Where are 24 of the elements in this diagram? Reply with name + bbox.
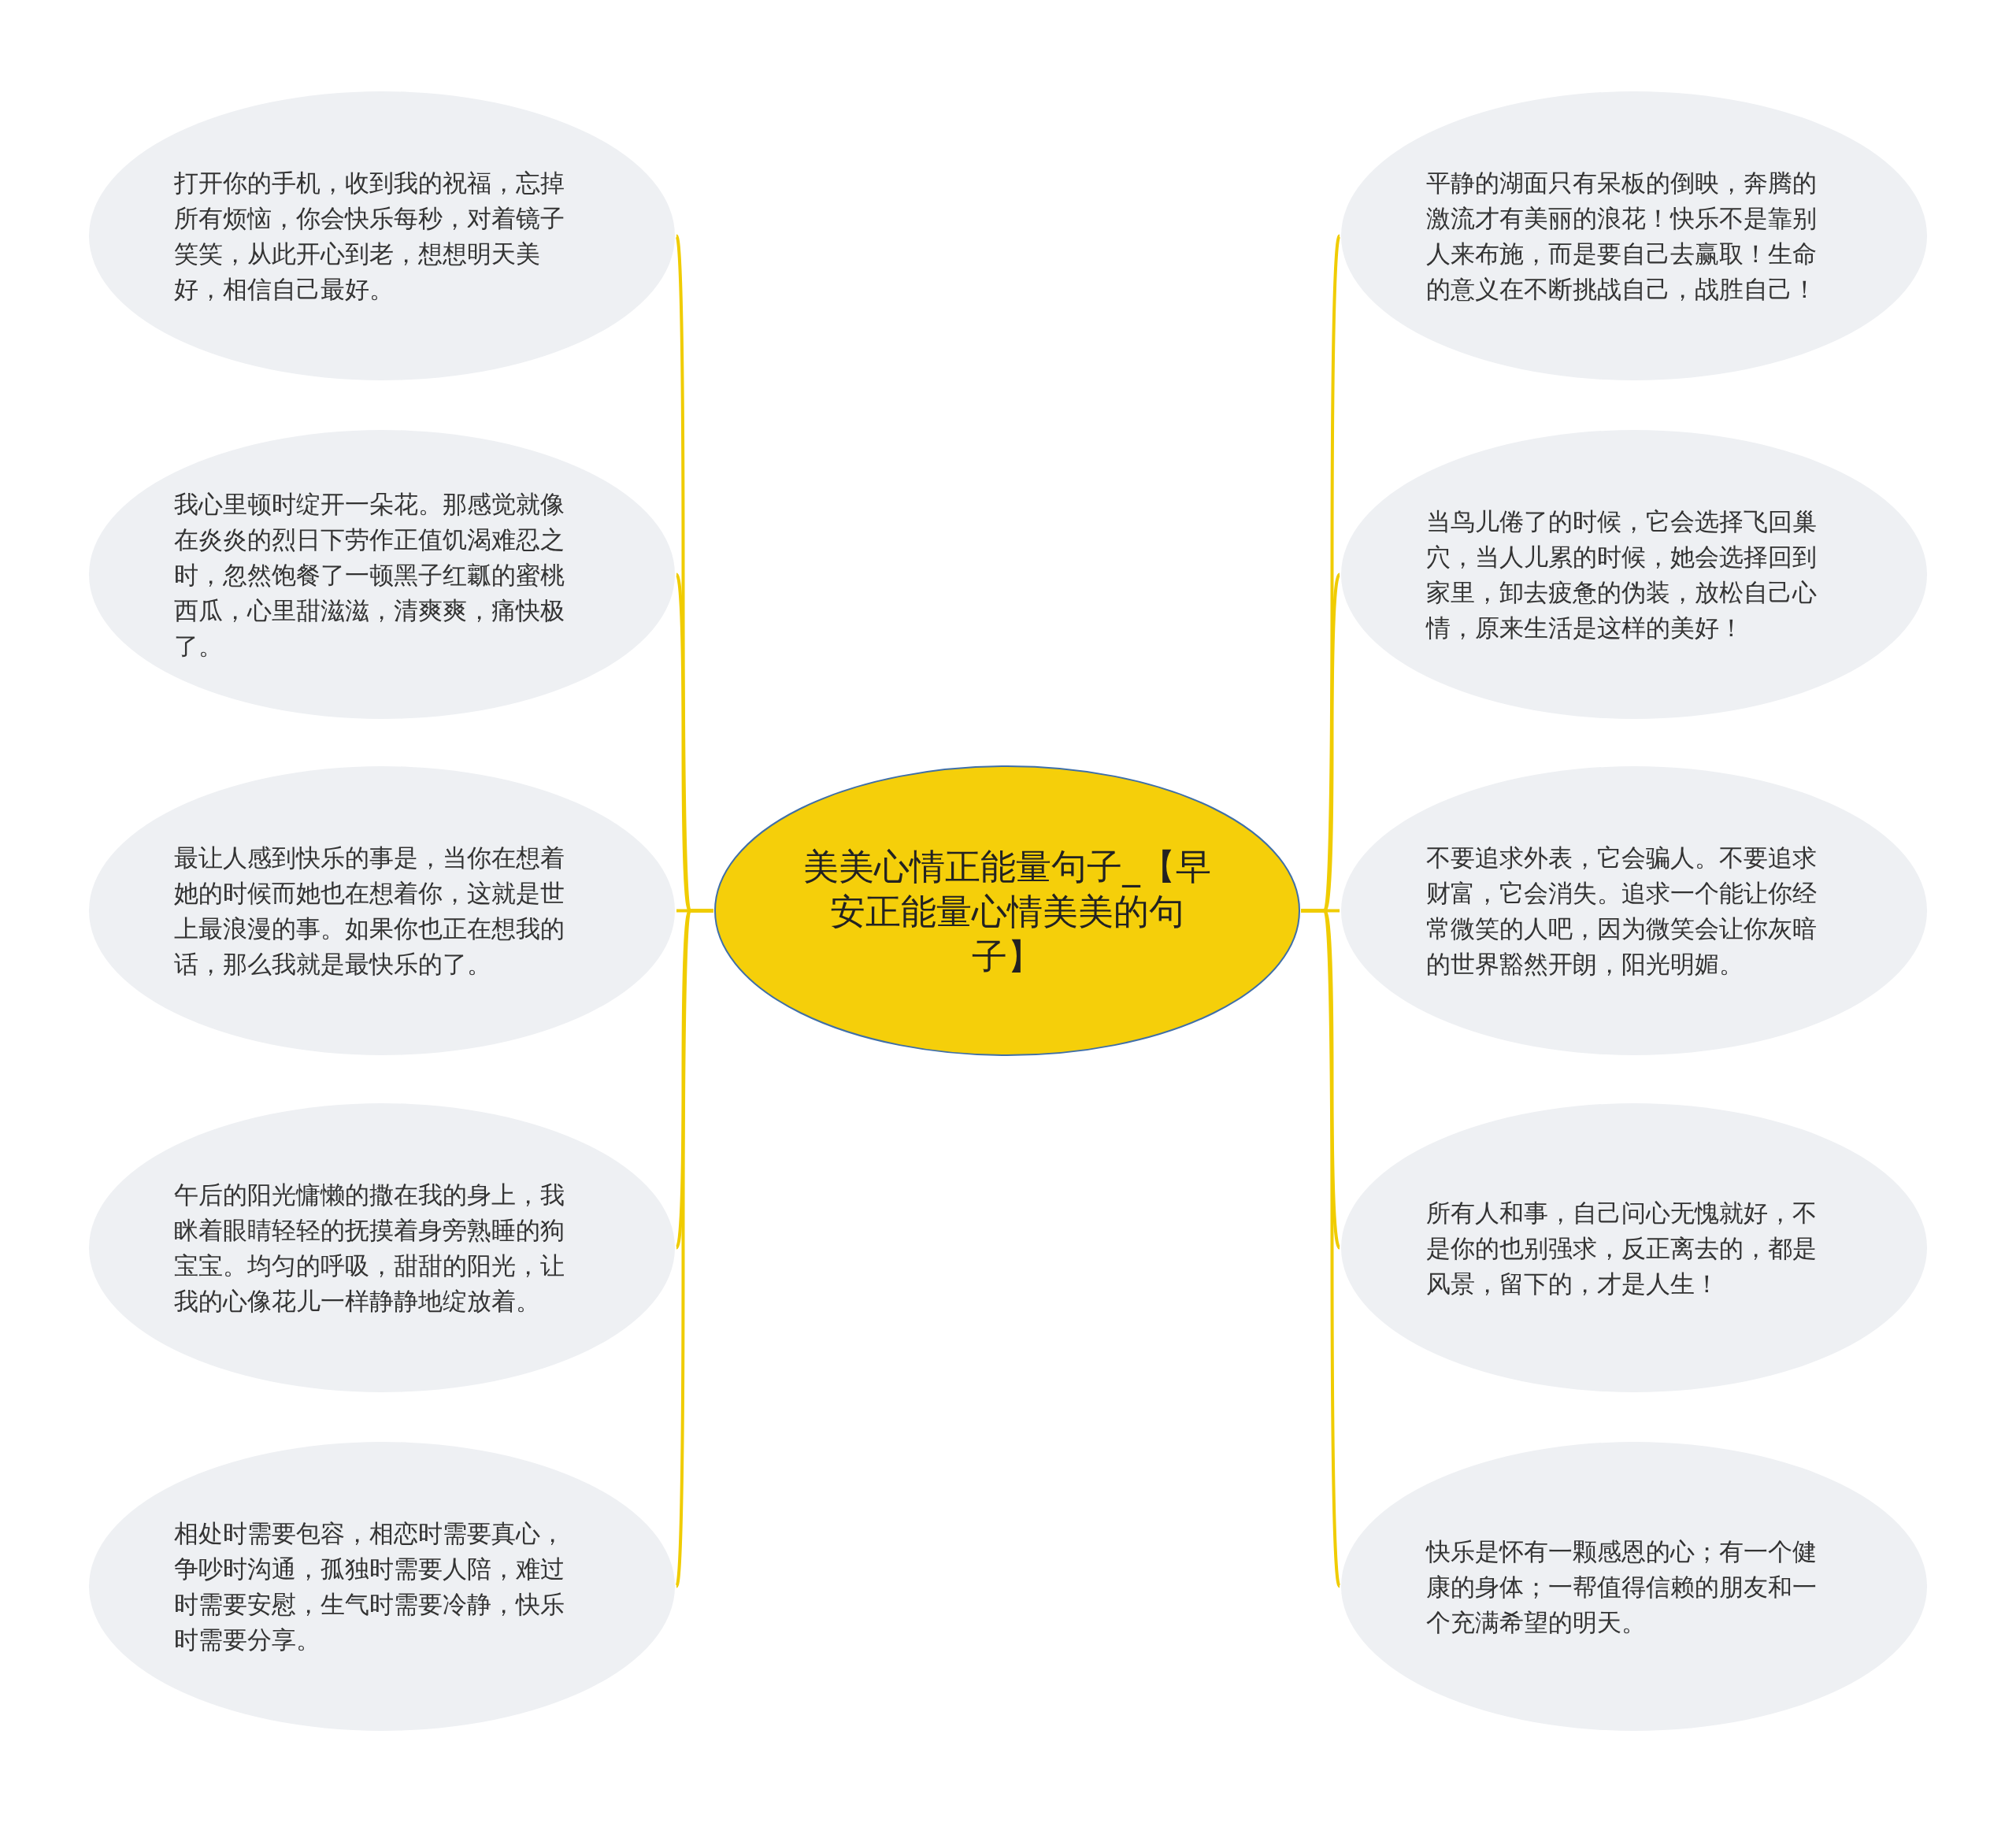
topic-bubble	[1340, 1440, 1929, 1732]
topic-bubble	[87, 428, 676, 721]
topic-text: 打开你的手机，收到我的祝福，忘掉所有烦恼，你会快乐每秒，对着镜子笑笑，从此开心到老，想想明天美好，相信自己最好。	[174, 167, 565, 305]
topic-bubble	[87, 1440, 676, 1732]
connector-line	[1301, 909, 1341, 1588]
topic-text: 所有人和事，自己问心无愧就好，不是你的也别强求，反正离去的，都是风景，留下的，才是人生！	[1426, 1197, 1818, 1299]
central-topic-text: 美美心情正能量句子_【早安正能量心情美美的句子】	[802, 844, 1212, 978]
topic-text: 快乐是怀有一颗感恩的心；有一个健康的身体；一帮值得信赖的朋友和一个充满希望的明天。	[1426, 1536, 1818, 1637]
topic-bubble	[1340, 428, 1929, 721]
connector-line	[675, 909, 713, 1587]
topic-bubble	[87, 765, 676, 1057]
topic-bubble	[87, 1102, 676, 1394]
topic-bubble	[1340, 765, 1929, 1057]
topic-text: 当鸟儿倦了的时候，它会选择飞回巢穴，当人儿累的时候，她会选择回到家里，卸去疲惫的伪装，放松自己心情，原来生活是这样的美好！	[1426, 506, 1818, 643]
topic-bubble	[87, 90, 676, 382]
topic-bubble	[1340, 90, 1929, 382]
topic-text: 平静的湖面只有呆板的倒映，奔腾的激流才有美丽的浪花！快乐不是靠别人来布施，而是要自己去赢取！生命的意义在不断挑战自己，战胜自己！	[1426, 167, 1818, 305]
topic-text: 不要追求外表，它会骗人。不要追求财富，它会消失。追求一个能让你经常微笑的人吧，因为微笑会让你灰暗的世界豁然开朗，阳光明媚。	[1426, 842, 1818, 980]
topic-text: 最让人感到快乐的事是，当你在想着她的时候而她也在想着你，这就是世上最浪漫的事。如果你也正在想我的话，那么我就是最快乐的了。	[174, 842, 565, 980]
topic-text: 相处时需要包容，相恋时需要真心，争吵时沟通，孤独时需要人陪，难过时需要安慰，生气时需要冷静，快乐时需要分享。	[174, 1517, 565, 1655]
topic-text: 午后的阳光慵懒的撒在我的身上，我眯着眼睛轻轻的抚摸着身旁熟睡的狗宝宝。均匀的呼吸，甜甜的阳光，让我的心像花儿一样静静地绽放着。	[174, 1179, 565, 1317]
central-topic-ellipse	[713, 765, 1301, 1057]
topic-bubble	[1340, 1102, 1929, 1394]
topic-text: 我心里顿时绽开一朵花。那感觉就像在炎炎的烈日下劳作正值饥渴难忍之时，忽然饱餐了一顿黑子红瓤的蜜桃西瓜，心里甜滋滋，清爽爽，痛快极了。	[174, 488, 565, 661]
